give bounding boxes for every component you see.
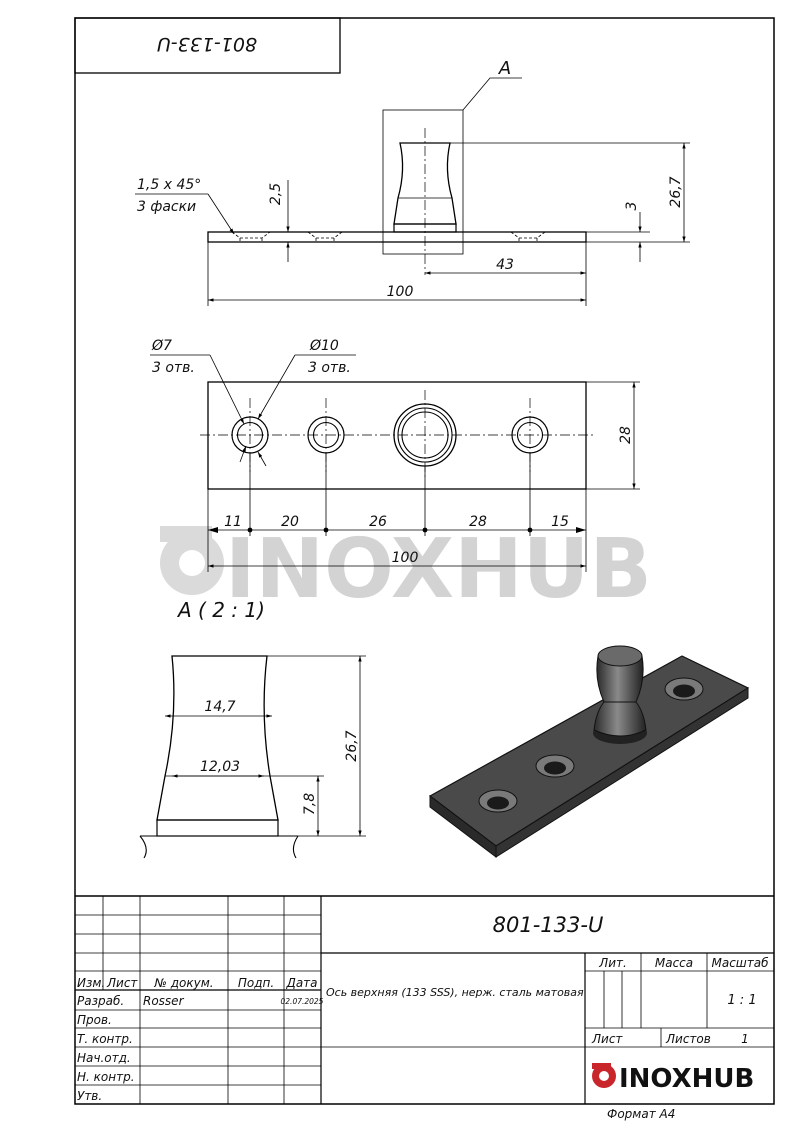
hole-diam-7: Ø7	[151, 338, 172, 354]
header-list: Лист	[106, 976, 138, 990]
pin-detail	[156, 655, 279, 821]
role-approved: Утв.	[77, 1089, 102, 1103]
pin-3d	[593, 645, 647, 744]
dim-seg-28: 28	[469, 514, 487, 530]
company-logo: INOXHUB	[592, 1063, 754, 1094]
svg-text:801-133-U: 801-133-U	[157, 33, 257, 55]
side-view: A 26,7 3 2,5 1,5 x 45° 3 фаски 43 100	[135, 58, 690, 306]
dim-height-26-7-detail: 26,7	[344, 730, 360, 761]
chamfer-count: 3 фаски	[137, 199, 196, 215]
mass-label: Масса	[655, 956, 693, 970]
dim-thickness-3: 3	[624, 202, 640, 211]
dim-seg-15: 15	[551, 514, 569, 530]
part-name: Ось верхняя (133 SSS), нерж. сталь матов…	[326, 986, 584, 999]
iso-view	[428, 645, 750, 859]
header-date: Дата	[285, 976, 317, 990]
header-izm: Изм.	[77, 976, 105, 990]
dim-seg-26: 26	[369, 514, 387, 530]
developer-date: 02.07.2025	[281, 997, 324, 1006]
role-checker: Пров.	[77, 1013, 112, 1027]
role-dept-head: Нач.отд.	[77, 1051, 131, 1065]
scale-label: Масштаб	[711, 956, 769, 970]
role-norm-control: Н. контр.	[77, 1070, 135, 1084]
dim-height-26-7: 26,7	[668, 176, 684, 207]
plate-side	[207, 231, 587, 243]
sheets-label: Листов	[665, 1032, 711, 1046]
sheet-label: Лист	[591, 1032, 623, 1046]
dim-seg-20: 20	[281, 514, 299, 530]
dim-seg-11: 11	[224, 514, 242, 530]
scale-value: 1 : 1	[727, 993, 756, 1008]
detail-frame-a	[382, 109, 464, 255]
role-developer: Разраб.	[77, 994, 124, 1008]
lit-label: Лит.	[598, 956, 627, 970]
chamfer-note: 1,5 x 45°	[137, 177, 201, 193]
sheet-frame	[74, 17, 775, 1105]
detail-callout: A	[498, 58, 511, 79]
header-sign: Подп.	[238, 976, 274, 990]
dim-chamfer-depth: 2,5	[268, 183, 284, 205]
stamp-code: 801-133-U	[157, 33, 257, 55]
watermark: INOXHUB	[160, 522, 652, 617]
sheets-value: 1	[741, 1032, 749, 1046]
hole-count-7: 3 отв.	[152, 360, 195, 376]
dim-width-28: 28	[618, 426, 634, 444]
hole-count-10: 3 отв.	[308, 360, 351, 376]
dim-diam-14-7: 14,7	[204, 699, 235, 715]
top-view: Ø7 3 отв. Ø10 3 отв. 28 11 20 26 28 15 1…	[150, 338, 640, 572]
developer-name: Rosser	[143, 994, 185, 1008]
detail-view: 14,7 12,03 7,8 26,7	[139, 655, 366, 859]
dim-length-100-side: 100	[387, 284, 414, 300]
designation: 801-133-U	[493, 913, 604, 937]
sheet-format: Формат A4	[607, 1107, 675, 1121]
header-doc-no: № докум.	[153, 976, 213, 990]
dim-diam-12-03: 12,03	[200, 759, 240, 775]
stamp-box	[74, 17, 341, 74]
dim-length-100-top: 100	[392, 550, 419, 566]
title-block: 801-133-U Изм. Лист № докум. Подп. Дата …	[75, 895, 774, 1121]
svg-text:INOXHUB: INOXHUB	[225, 522, 652, 617]
dim-offset-43: 43	[496, 257, 514, 273]
hole-diam-10: Ø10	[309, 338, 339, 354]
detail-view-title: A ( 2 : 1)	[176, 598, 265, 622]
role-tech-control: Т. контр.	[77, 1032, 133, 1046]
logo-text: INOXHUB	[619, 1064, 754, 1094]
dim-base-7-8: 7,8	[302, 793, 318, 815]
plate-top	[207, 381, 587, 490]
